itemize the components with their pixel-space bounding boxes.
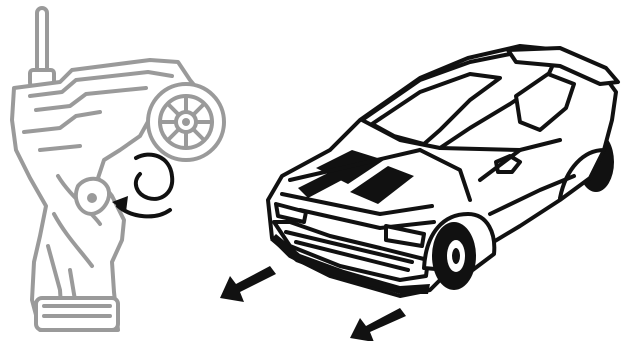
front-wheel [432,222,476,290]
antenna-icon [30,8,54,86]
steering-wheel-icon [148,84,224,160]
direction-arrow-icon [220,266,276,302]
transmitter [12,8,224,330]
trigger-icon [76,179,109,214]
direction-arrow-icon [350,308,406,341]
car [268,46,618,296]
rotation-arrow-icon [112,155,172,217]
